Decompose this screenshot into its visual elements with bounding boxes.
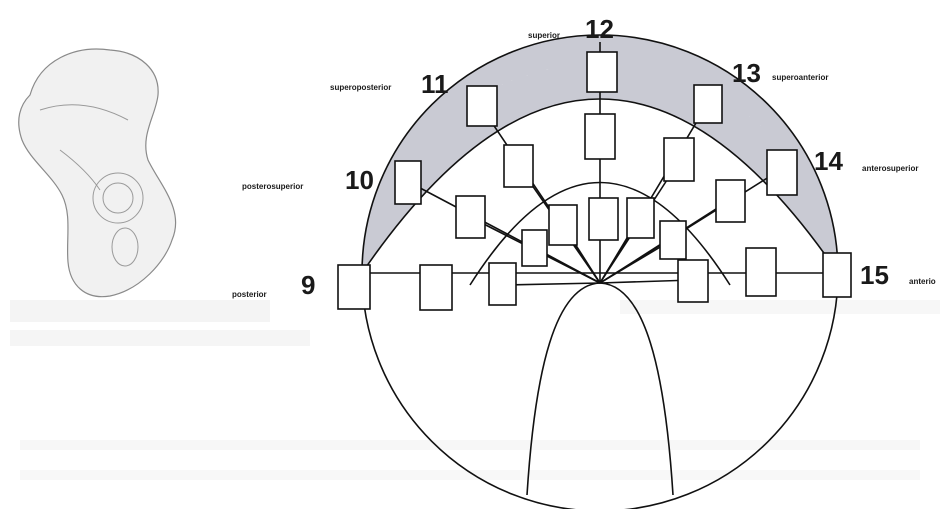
pelvis-bone-sketch	[19, 49, 176, 297]
box-base-left[interactable]	[489, 263, 516, 305]
box-anterior-mid[interactable]	[746, 248, 776, 296]
box-base-right[interactable]	[678, 260, 708, 302]
label-superior: superior	[528, 31, 560, 40]
label-superoposterior: superoposterior	[330, 83, 391, 92]
box-center-left[interactable]	[549, 205, 577, 245]
label-posterior: posterior	[232, 290, 267, 299]
box-13[interactable]	[694, 85, 722, 123]
femoral-parabola	[527, 283, 673, 495]
box-center-right[interactable]	[627, 198, 654, 238]
box-posterior-mid[interactable]	[420, 265, 452, 310]
box-15[interactable]	[823, 253, 851, 297]
number-14: 14	[814, 146, 843, 176]
label-anterosuperior: anterosuperior	[862, 164, 918, 173]
number-13: 13	[732, 58, 761, 88]
label-posterosuperior: posterosuperior	[242, 182, 303, 191]
box-14[interactable]	[767, 150, 797, 195]
number-11: 11	[421, 69, 449, 99]
box-superoanterior-inner[interactable]	[664, 138, 694, 181]
box-superior-inner[interactable]	[585, 114, 615, 159]
box-9[interactable]	[338, 265, 370, 309]
number-15: 15	[860, 260, 889, 290]
box-lower-left[interactable]	[522, 230, 547, 266]
number-10: 10	[345, 165, 374, 195]
box-lower-right[interactable]	[660, 221, 686, 259]
box-superoposterior-inner[interactable]	[504, 145, 533, 187]
box-10[interactable]	[395, 161, 421, 204]
label-boxes	[338, 52, 851, 310]
box-anterosuperior-inner[interactable]	[716, 180, 745, 222]
box-12[interactable]	[587, 52, 617, 92]
number-9: 9	[301, 270, 315, 300]
number-12: 12	[585, 14, 614, 44]
box-posterosuperior-inner[interactable]	[456, 196, 485, 238]
box-center[interactable]	[589, 198, 618, 240]
label-anterior: anterio	[909, 277, 936, 286]
label-superoanterior: superoanterior	[772, 73, 828, 82]
box-11[interactable]	[467, 86, 497, 126]
background-ghost-text	[10, 300, 940, 480]
